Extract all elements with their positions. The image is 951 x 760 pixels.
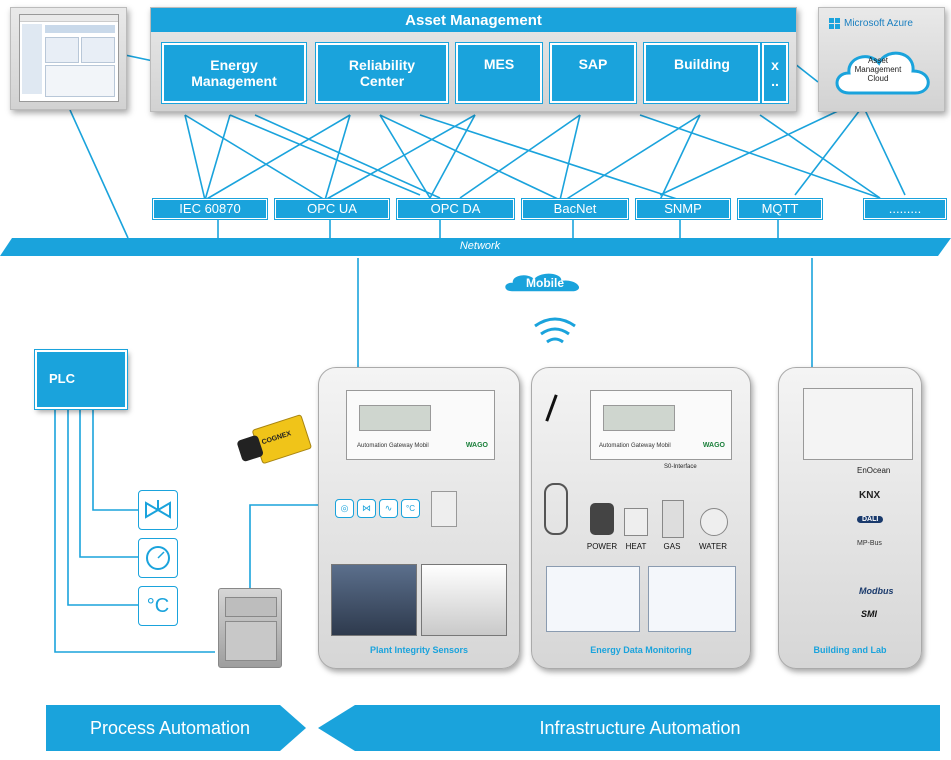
mobile-cloud-icon <box>503 272 581 293</box>
network-label: Network <box>459 240 501 252</box>
sensor-pressure-icon: ◎ <box>335 499 354 518</box>
module-building[interactable]: Building <box>643 42 761 104</box>
plant-integrity-label: Plant Integrity Sensors <box>369 645 469 655</box>
protocol-snmp[interactable]: SNMP <box>635 198 731 220</box>
meter-label-power: POWER <box>586 542 618 551</box>
wifi-icon <box>534 317 576 344</box>
gateway-label: Automation Gateway Mobil <box>357 443 429 449</box>
protocol-iec-60870[interactable]: IEC 60870 <box>152 198 268 220</box>
knx-logo: KNX <box>859 490 881 501</box>
azure-cloud-label: Asset Management Cloud <box>854 56 902 83</box>
azure-brand: Microsoft Azure <box>844 18 913 29</box>
gateway-label: Automation Gateway Mobil <box>599 443 671 449</box>
modbus-logo: Modbus <box>859 586 894 596</box>
power-meter-image <box>590 503 614 535</box>
energy-dashboard-screenshot <box>546 566 640 632</box>
gateway-brand: WAGO <box>702 442 725 449</box>
module-energy-management[interactable]: Energy Management <box>161 42 307 104</box>
module-mes[interactable]: MES <box>455 42 543 104</box>
module-sap[interactable]: SAP <box>549 42 637 104</box>
module-label: Energy Management <box>191 57 277 89</box>
dali-logo: DALI <box>857 516 884 523</box>
plc-label: PLC <box>49 371 75 386</box>
module-reliability-center[interactable]: Reliability Center <box>315 42 449 104</box>
meter-label-heat: HEAT <box>625 542 647 551</box>
meter-label-gas: GAS <box>663 542 681 551</box>
mp-bus-logo: MP-Bus <box>857 540 882 547</box>
module-label: SAP <box>578 56 608 72</box>
process-automation-label: Process Automation <box>89 718 251 738</box>
infrastructure-automation-label: Infrastructure Automation <box>539 718 741 738</box>
pressure-gauge-icon <box>138 538 178 578</box>
azure-cloud-panel: Microsoft Azure Asset Management Cloud <box>818 7 945 112</box>
smi-logo: SMI <box>861 609 878 619</box>
industrial-controller-image <box>218 588 282 668</box>
s0-interface-label: S0-Interface <box>664 464 697 470</box>
gateway-brand: WAGO <box>465 442 488 449</box>
module-label: x .. <box>771 57 779 89</box>
energy-chart-screenshot <box>648 566 736 632</box>
water-meter-image <box>700 508 728 536</box>
meter-label-water: WATER <box>699 542 727 551</box>
network-bar <box>0 238 951 256</box>
energy-monitoring-label: Energy Data Monitoring <box>590 645 692 655</box>
automation-arrows <box>46 705 940 751</box>
energy-monitoring-panel: Automation Gateway Mobil WAGO S0-Interfa… <box>531 367 751 669</box>
protocol-bacnet[interactable]: BacNet <box>521 198 629 220</box>
sensor-temperature-icon: °C <box>401 499 420 518</box>
gateway-device: Automation Gateway Mobil WAGO <box>590 390 732 460</box>
sensor-signal-icon: ∿ <box>379 499 398 518</box>
mobile-label: Mobile <box>526 276 564 290</box>
protocol-more[interactable]: ......... <box>863 198 947 220</box>
vibration-sensor-image <box>431 491 457 527</box>
protocol-opc-ua[interactable]: OPC UA <box>274 198 390 220</box>
temperature-icon: °C <box>138 586 178 626</box>
building-controller-image <box>803 388 913 460</box>
dashboard-monitor <box>10 7 127 110</box>
module-label: MES <box>483 56 515 72</box>
protocol-opc-da[interactable]: OPC DA <box>396 198 515 220</box>
module-label: Reliability Center <box>348 57 416 89</box>
heat-meter-image <box>624 508 648 536</box>
current-clamp-image <box>544 483 568 535</box>
enocean-logo: EnOcean <box>857 466 891 475</box>
motor-vibration-image <box>331 564 417 636</box>
building-lab-panel: EnOcean KNX DALI MP-Bus Modbus SMI Build… <box>778 367 922 669</box>
gateway-device: Automation Gateway Mobil WAGO <box>346 390 495 460</box>
windows-logo-icon <box>829 18 840 29</box>
protocol-mqtt[interactable]: MQTT <box>737 198 823 220</box>
plc-box[interactable]: PLC <box>34 349 128 410</box>
gas-meter-image <box>662 500 684 538</box>
sensor-valve-icon: ⋈ <box>357 499 376 518</box>
asset-management-title: Asset Management <box>151 8 796 32</box>
asset-management-panel: Asset Management Energy Management Relia… <box>150 7 797 112</box>
plant-integrity-panel: Automation Gateway Mobil WAGO ◎ ⋈ ∿ °C P… <box>318 367 520 669</box>
pipe-sensor-image <box>421 564 507 636</box>
cloud-icon <box>835 51 930 95</box>
module-label: Building <box>674 56 730 72</box>
valve-icon <box>138 490 178 530</box>
module-more[interactable]: x .. <box>761 42 789 104</box>
dashboard-screenshot <box>19 14 119 102</box>
building-lab-label: Building and Lab <box>813 645 887 655</box>
antenna-icon <box>545 394 558 422</box>
